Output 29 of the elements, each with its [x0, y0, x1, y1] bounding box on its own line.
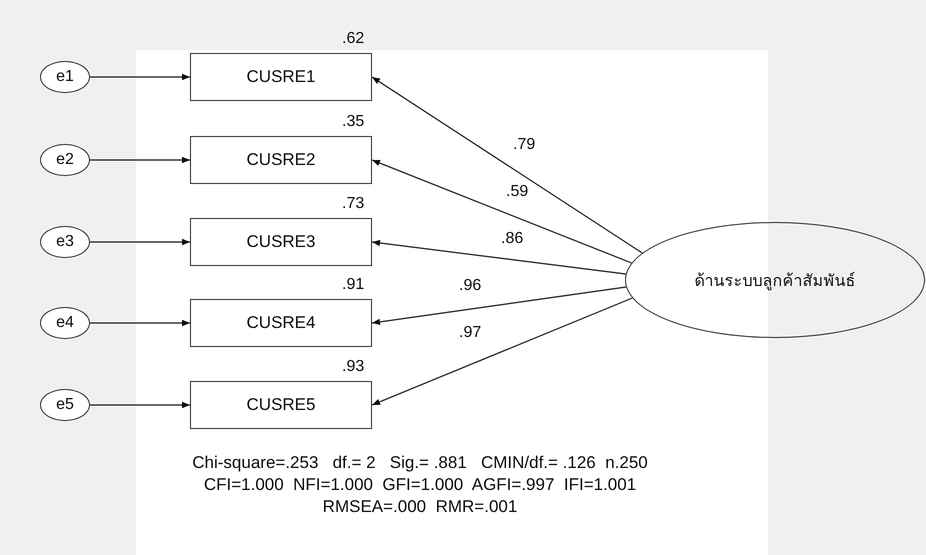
correlation-value: .62 — [342, 30, 364, 48]
fit-statistics: RMSEA=.000 RMR=.001 — [322, 497, 518, 516]
correlation-value: .93 — [342, 358, 364, 376]
arrow — [90, 402, 190, 408]
variable-box: CUSRE1 — [190, 53, 372, 101]
arrow — [90, 74, 190, 80]
arrow — [372, 297, 633, 406]
correlation-value: .73 — [342, 195, 364, 213]
error-circle: e3 — [40, 226, 90, 258]
variable-box: CUSRE2 — [190, 136, 372, 184]
error-circle: e1 — [40, 61, 90, 93]
fit-statistics: CFI=1.000 NFI=1.000 GFI=1.000 AGFI=.997 IFI=1.001 — [204, 475, 636, 494]
arrow — [372, 76, 643, 254]
error-circle: e4 — [40, 307, 90, 339]
arrow — [372, 240, 626, 275]
fit-statistics: Chi-square=.253 df.= 2 Sig.= .881 CMIN/df.= .126 n.250 — [192, 453, 648, 472]
arrow — [90, 156, 190, 164]
latent-ellipse: ด้านระบบลูกค้าสัมพันธ์ — [625, 222, 925, 338]
arrow — [372, 286, 626, 326]
arrow — [372, 159, 632, 264]
correlation-value: .35 — [342, 113, 364, 131]
arrow — [90, 238, 190, 246]
correlation-value: .91 — [342, 276, 364, 294]
variable-box: CUSRE5 — [190, 381, 372, 429]
variable-box: CUSRE3 — [190, 218, 372, 266]
error-circle: e5 — [40, 389, 90, 421]
error-circle: e2 — [40, 144, 90, 176]
arrow — [90, 320, 190, 326]
variable-box: CUSRE4 — [190, 299, 372, 347]
